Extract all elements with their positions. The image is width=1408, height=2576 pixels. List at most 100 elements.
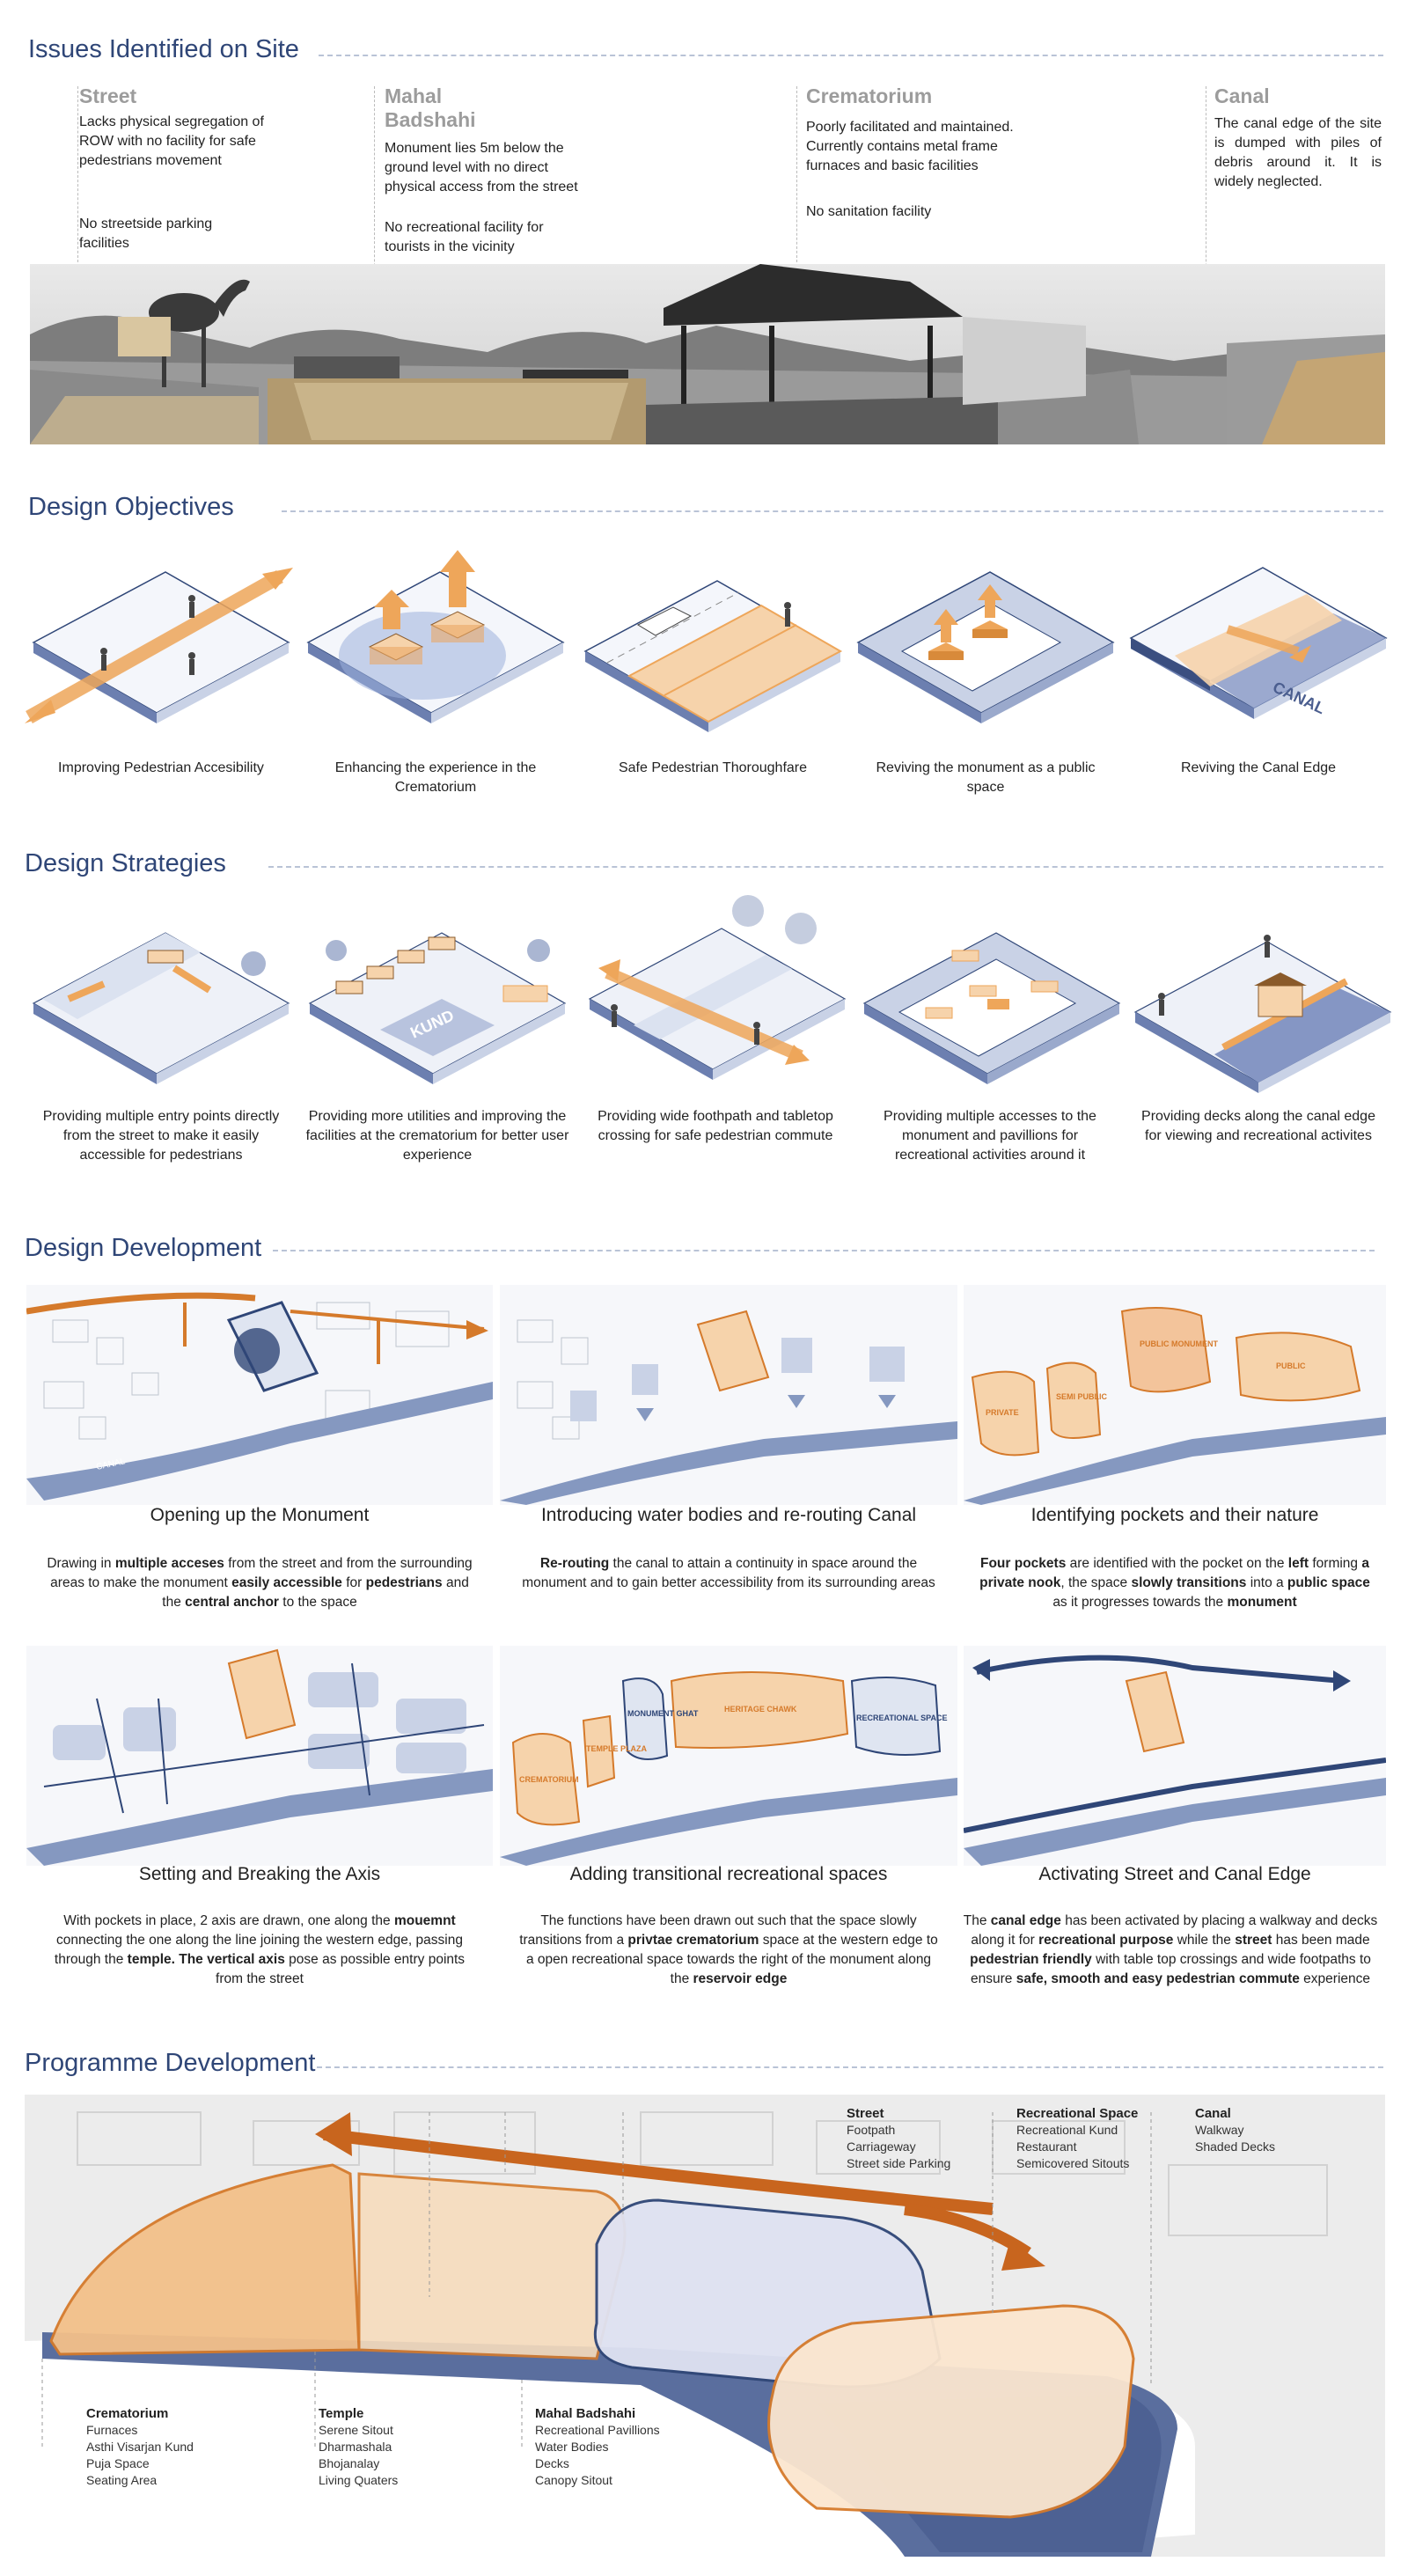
objective-diagram-crematorium [299, 546, 572, 739]
desc-segment: reservoir edge [693, 1971, 788, 1986]
divider [317, 2066, 1383, 2068]
monument-ghat-label: MONUMENT GHAT [627, 1709, 699, 1718]
programme-item: Shaded Decks [1195, 2139, 1276, 2154]
dd-title-1: Opening up the Monument [150, 1505, 370, 1525]
crematorium-label: CREMATORIUM [519, 1775, 579, 1784]
semi-public-label: SEMI PUBLIC [1056, 1392, 1108, 1401]
objectives-title: Design Objectives [28, 493, 234, 521]
recreational-space-label: RECREATIONAL SPACE [856, 1714, 948, 1722]
desc-segment: street [1235, 1933, 1272, 1948]
desc-segment: pedestrian friendly [970, 1952, 1092, 1967]
dd-desc-3: Four pockets are identified with the poc… [972, 1554, 1377, 1612]
programme-item: Recreational Pavillions [535, 2423, 660, 2437]
desc-segment: canal edge [990, 1913, 1061, 1928]
programme-item: Carriageway [847, 2139, 916, 2154]
dd-map-water-bodies [500, 1285, 957, 1505]
strategy-caption-2: Providing more utilities and improving t… [305, 1109, 569, 1163]
desc-segment: and the [162, 1575, 469, 1610]
programme-temple-items: Serene Sitout Dharmashala Bhojanalay Liv… [319, 2422, 398, 2489]
strategy-diagram-accesses [855, 915, 1128, 1100]
programme-item: Asthi Visarjan Kund [86, 2440, 194, 2454]
issue-crematorium-text: Poorly facilitated and maintained. Curre… [806, 120, 1014, 173]
desc-segment: easily accessible [231, 1575, 342, 1590]
desc-segment: recreational purpose [1038, 1933, 1174, 1948]
programme-item: Serene Sitout [319, 2423, 393, 2437]
issue-canal-text: The canal edge of the site is dumped wit… [1214, 116, 1382, 189]
desc-segment: multiple acceses [114, 1556, 224, 1571]
dd-desc-6: The canal edge has been activated by pla… [955, 1912, 1386, 1989]
objective-caption-2: Enhancing the experience in the Cremator… [334, 760, 537, 795]
dd-title-2: Introducing water bodies and re-routing … [540, 1505, 917, 1525]
desc-segment: mouemnt [393, 1913, 456, 1928]
programme-item: Puja Space [86, 2456, 150, 2470]
desc-segment: as it progresses towards the [1052, 1595, 1228, 1610]
objective-caption-1: Improving Pedestrian Accesibility [58, 760, 264, 775]
programme-item: Canopy Sitout [535, 2473, 612, 2487]
programme-item: Recreational Kund [1016, 2123, 1118, 2137]
desc-segment: safe, smooth and easy pedestrian commute [1016, 1971, 1300, 1986]
issue-crematorium-text-2: No sanitation facility [806, 204, 932, 219]
programme-item: Dharmashala [319, 2440, 392, 2454]
programme-recreational-items: Recreational Kund Restaurant Semicovered… [1016, 2122, 1140, 2172]
objective-diagram-pedestrian [25, 554, 297, 739]
programme-site-map [25, 2095, 1385, 2557]
programme-canal-title: Canal [1195, 2106, 1231, 2121]
private-label: PRIVATE [986, 1408, 1019, 1417]
development-title: Design Development [25, 1234, 262, 1262]
desc-segment: Four pockets [980, 1556, 1067, 1571]
strategy-diagram-decks [1126, 924, 1399, 1100]
objective-caption-3: Safe Pedestrian Thoroughfare [618, 760, 808, 775]
public-monument-label: PUBLIC MONUMENT [1140, 1339, 1218, 1348]
programme-crematorium-block: Crematorium Furnaces Asthi Visarjan Kund… [86, 2405, 194, 2489]
dd-map-street-canal [964, 1646, 1386, 1866]
programme-canal-items: Walkway Shaded Decks [1195, 2122, 1275, 2155]
divider [282, 510, 1383, 512]
issue-mahal-text-2: No recreational facility for tourists in… [385, 220, 544, 254]
objective-caption-4: Reviving the monument as a public space [876, 760, 1096, 795]
desc-segment: are identified with the pocket on the [1066, 1556, 1288, 1571]
objective-diagram-thoroughfare [576, 563, 849, 748]
desc-segment: Re-routing [539, 1556, 610, 1571]
dd-title-6: Activating Street and Canal Edge [1038, 1864, 1311, 1884]
issue-street-text-2: No streetside parking facilities [79, 217, 213, 251]
issue-divider-1 [77, 86, 78, 262]
desc-segment: while the [1173, 1933, 1236, 1948]
divider [268, 866, 1383, 868]
desc-segment: left [1287, 1556, 1309, 1571]
strategies-title: Design Strategies [25, 849, 226, 877]
desc-segment: connecting the one along the line joinin… [54, 1933, 463, 1967]
desc-segment: monument [1227, 1595, 1297, 1610]
strategy-caption-4: Providing multiple accesses to the monum… [884, 1109, 1096, 1163]
dd-desc-2: Re-routing the canal to attain a continu… [509, 1554, 949, 1593]
desc-segment: pose as possible entry points from the s… [216, 1952, 466, 1986]
strategy-diagram-footpath [581, 893, 854, 1096]
dd-desc-4: With pockets in place, 2 axis are drawn,… [53, 1912, 466, 1989]
programme-crematorium-title: Crematorium [86, 2406, 169, 2421]
desc-segment: experience [1299, 1971, 1370, 1986]
programme-item: Decks [535, 2456, 569, 2470]
strategy-diagram-entry [25, 915, 297, 1100]
issue-crematorium-title: Crematorium [806, 84, 933, 107]
programme-recreational-title: Recreational Space [1016, 2106, 1139, 2121]
divider [273, 1250, 1375, 1251]
issue-divider-2 [374, 86, 375, 350]
dd-map-pockets: PRIVATE SEMI PUBLIC PUBLIC MONUMENT PUBL… [964, 1285, 1386, 1505]
programme-item: Water Bodies [535, 2440, 609, 2454]
programme-street-title: Street [847, 2106, 884, 2121]
desc-segment: for [341, 1575, 366, 1590]
dd-desc-5: The functions have been drawn out such t… [517, 1912, 940, 1989]
issue-divider-3 [796, 86, 797, 262]
strategy-caption-1: Providing multiple entry points directly… [42, 1109, 280, 1163]
dd-map-transitional: CREMATORIUM TEMPLE PLAZA MONUMENT GHAT H… [500, 1646, 957, 1866]
desc-segment: space at the western edge to a open recr… [525, 1933, 938, 1986]
desc-segment: with table top crossings and wide footpa… [971, 1952, 1371, 1986]
dd-map-opening-monument: CANAL [26, 1285, 493, 1505]
programme-mahal-title: Mahal Badshahi [535, 2406, 636, 2421]
objective-diagram-monument [849, 554, 1122, 739]
programme-crematorium-items: Furnaces Asthi Visarjan Kund Puja Space … [86, 2422, 194, 2489]
programme-item: Living Quaters [319, 2473, 399, 2487]
strategy-caption-3: Providing wide foothpath and tabletop cr… [598, 1109, 833, 1143]
programme-recreational-block: Recreational Space Recreational Kund Res… [1016, 2105, 1140, 2172]
programme-item: Furnaces [86, 2423, 138, 2437]
issue-street-title: Street [79, 84, 137, 107]
